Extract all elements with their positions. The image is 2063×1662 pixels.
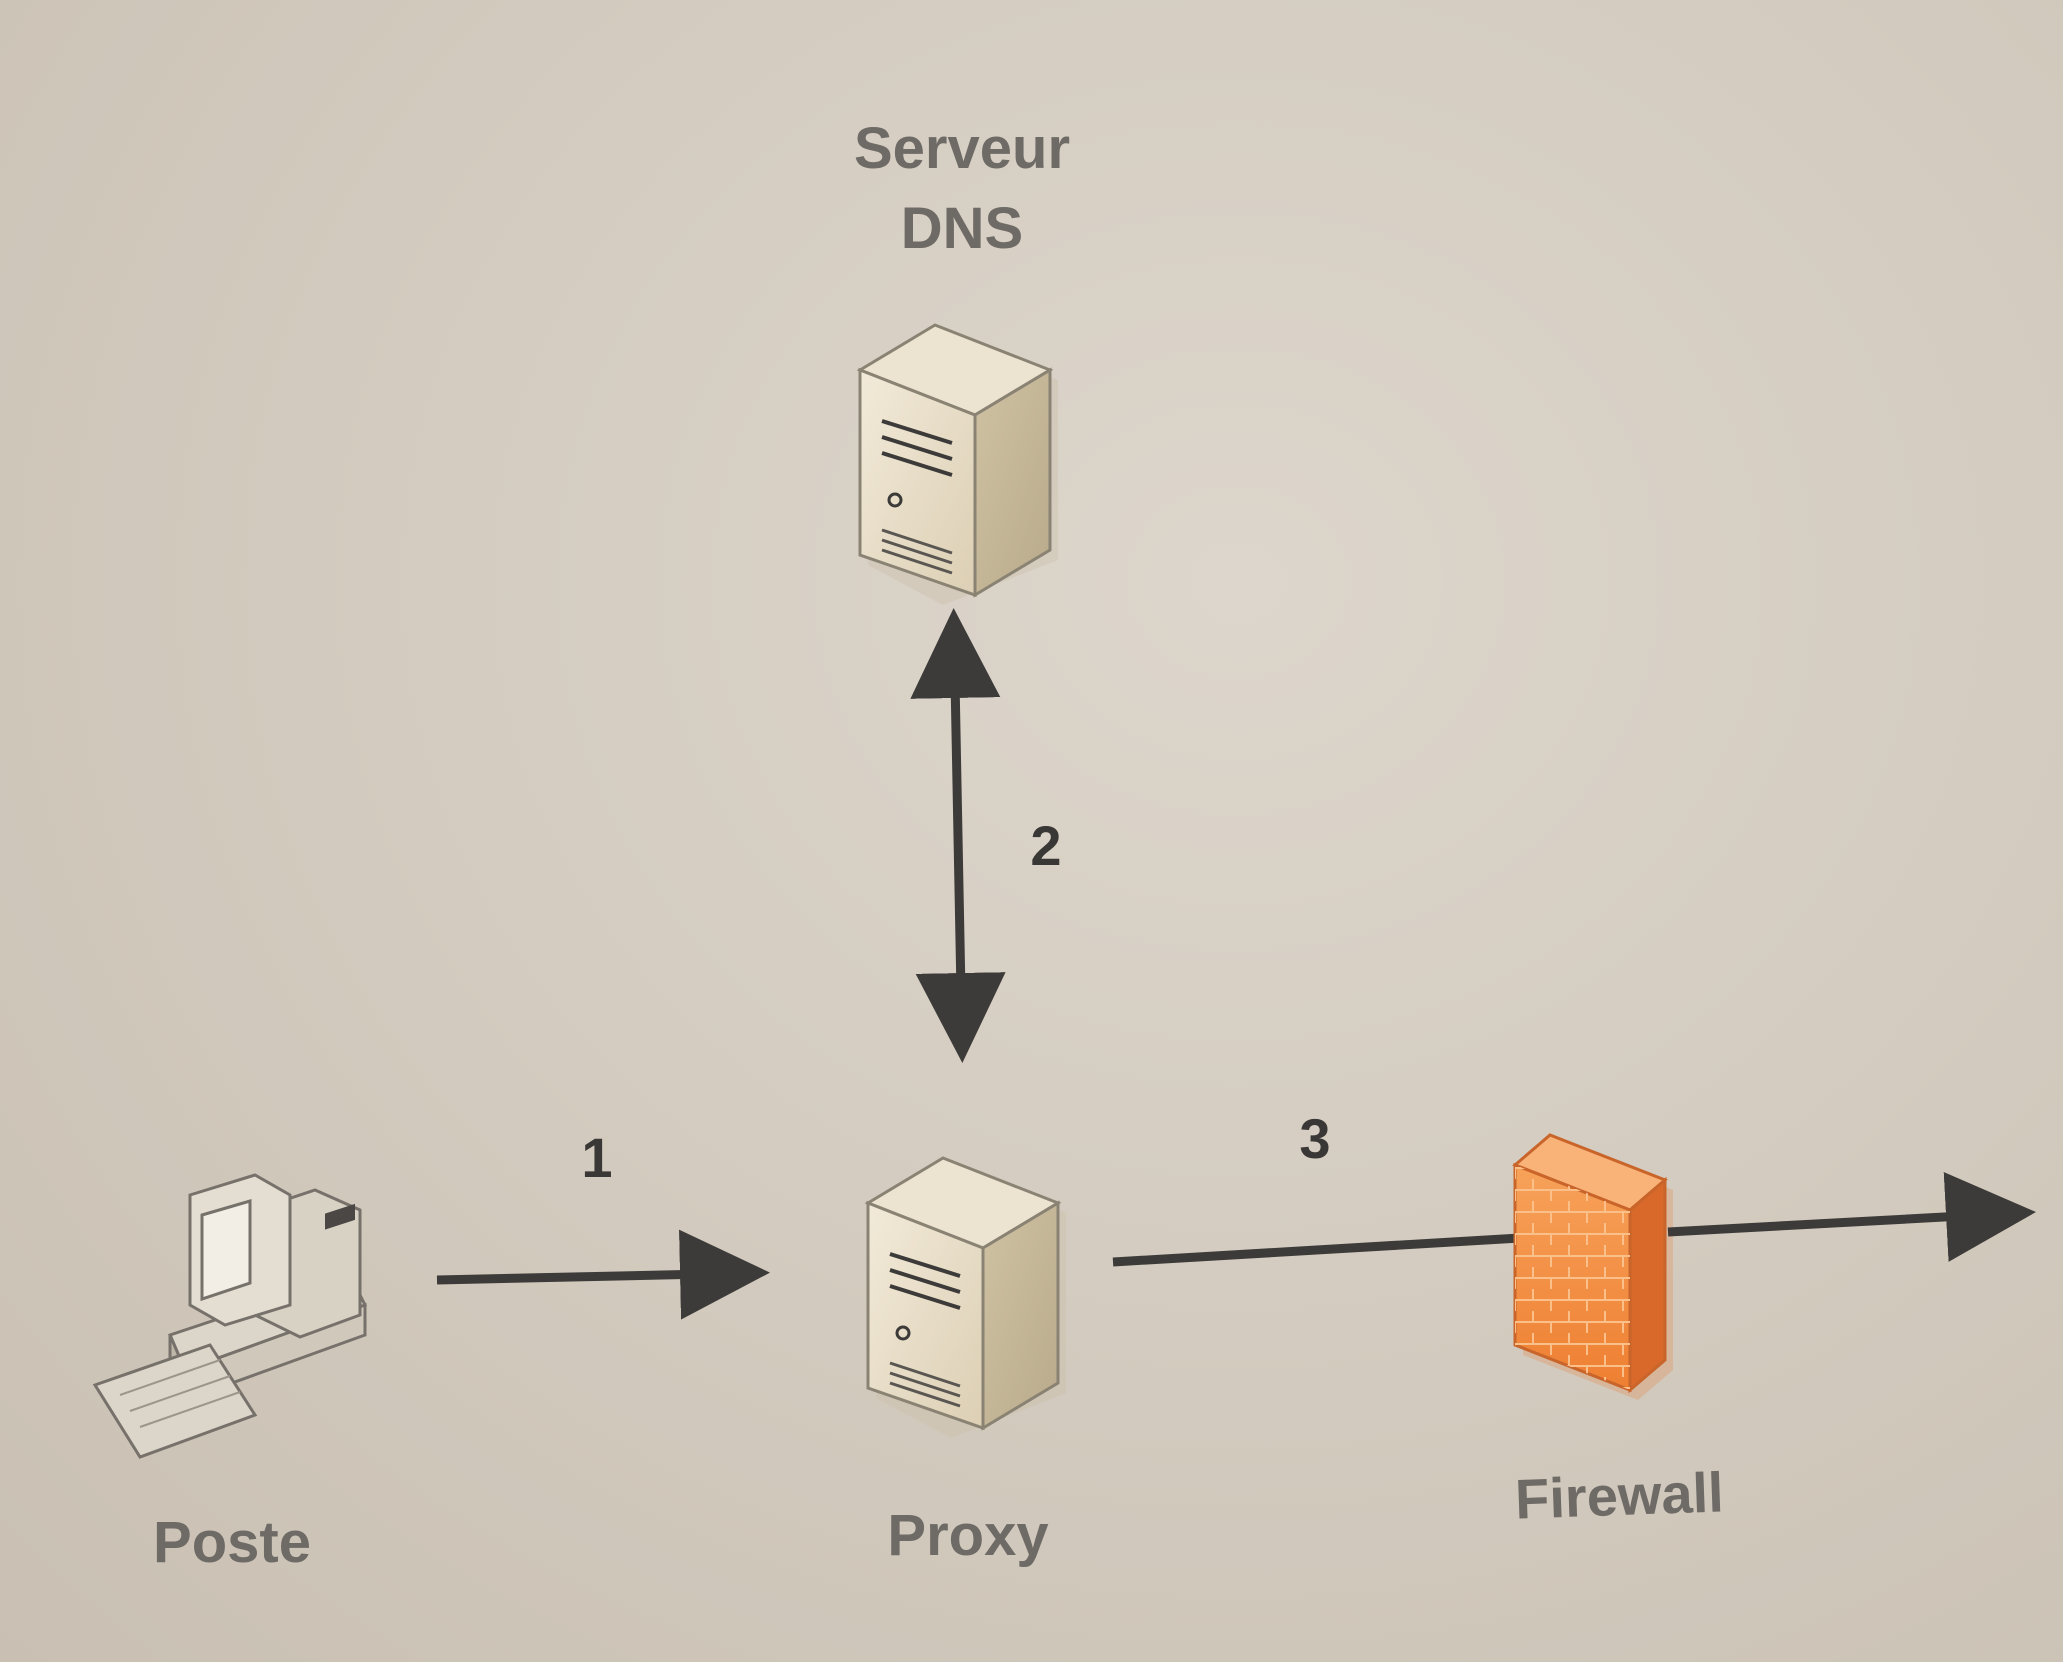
firewall-label: Firewall — [1514, 1460, 1725, 1530]
dns-server-label-line1: Serveur — [854, 116, 1070, 181]
arrow-proxy-firewall — [1112, 1233, 1521, 1267]
step-3-label: 3 — [1299, 1107, 1330, 1170]
dns-server-label-line2: DNS — [901, 196, 1023, 261]
dns-server-icon — [856, 323, 1058, 605]
proxy-label: Proxy — [887, 1503, 1048, 1568]
firewall-icon — [1512, 1133, 1673, 1400]
arrow-poste-proxy — [436, 1229, 770, 1320]
workstation-icon — [92, 1173, 368, 1459]
arrow-firewall-internet — [1667, 1171, 2036, 1262]
poste-label: Poste — [153, 1510, 311, 1575]
step-1-label: 1 — [581, 1126, 612, 1189]
step-2-label: 2 — [1030, 814, 1061, 877]
proxy-server-icon — [864, 1156, 1066, 1438]
arrow-dns-proxy — [910, 608, 1006, 1063]
